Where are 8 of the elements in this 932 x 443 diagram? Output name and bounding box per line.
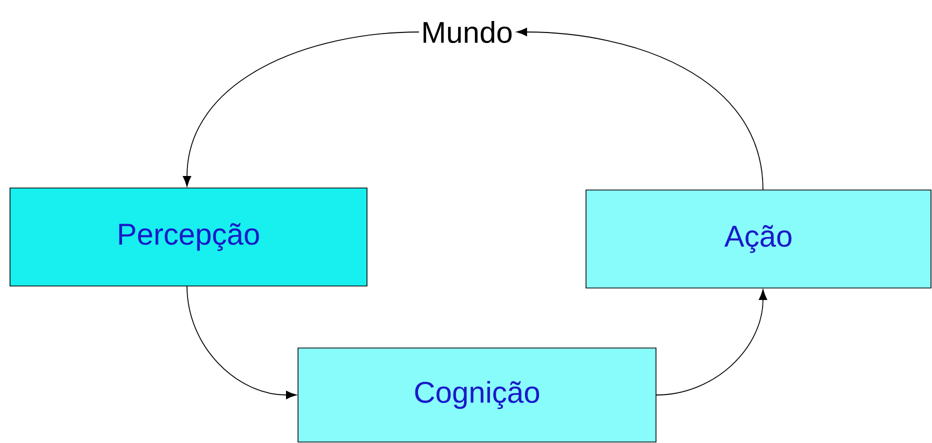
process-box: Cognição <box>298 348 656 442</box>
node-label: Mundo <box>424 20 512 44</box>
arrow <box>182 32 420 187</box>
arrow <box>656 289 768 396</box>
process-box: Percepção <box>10 188 368 286</box>
process-box: Ação <box>586 190 932 288</box>
arrow <box>516 28 764 190</box>
arrow <box>186 286 297 400</box>
